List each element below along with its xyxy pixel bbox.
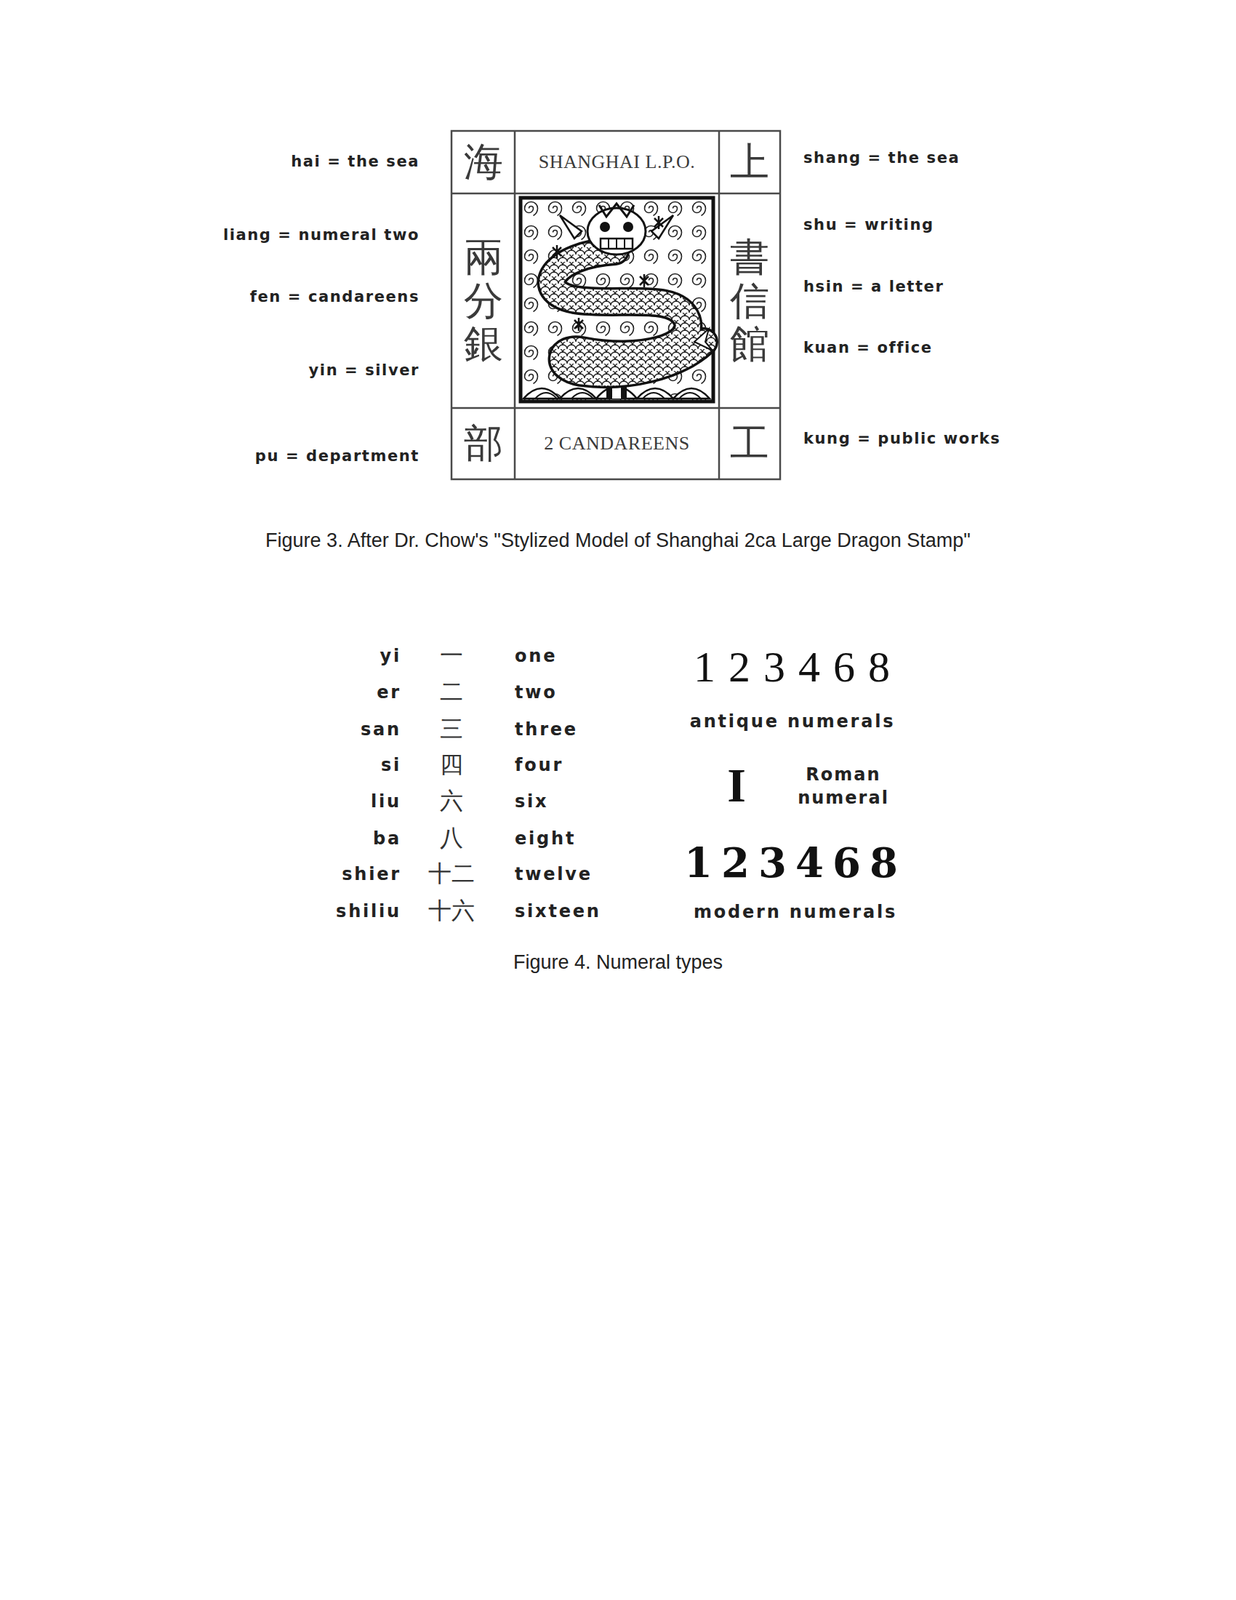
antique-numerals-sample: 123468 (693, 641, 904, 693)
gloss-label: pu = department (255, 447, 420, 465)
pinyin-label: shier (341, 863, 402, 885)
chinese-characters: 書信館 (729, 235, 770, 365)
english-numeral: twelve (514, 863, 593, 885)
chinese-numeral: 二 (439, 676, 464, 709)
chinese-characters: 部 (463, 421, 504, 465)
chinese-numeral: 十六 (428, 895, 475, 927)
chinese-characters: 海 (463, 140, 504, 184)
chinese-numeral: 四 (439, 748, 464, 781)
pinyin-label: liu (370, 791, 402, 812)
type-label: modern numerals (693, 901, 898, 922)
english-numeral: sixteen (514, 900, 602, 922)
stamp-inscription: SHANGHAI L.P.O. (538, 151, 696, 174)
gloss-label: hai = the sea (290, 152, 420, 171)
stamp-character-cell: 工 (719, 407, 781, 480)
chinese-numeral: 三 (439, 713, 464, 746)
english-numeral: six (514, 791, 549, 812)
english-numeral: three (514, 719, 579, 740)
gloss-label: liang = numeral two (223, 226, 420, 244)
modern-numerals-sample: 123468 (684, 838, 907, 887)
dragon-picture (520, 197, 714, 402)
gloss-label: shu = writing (803, 215, 935, 234)
roman-numeral-sample: I (727, 757, 746, 813)
stamp-character-cell: 兩分銀 (451, 193, 515, 408)
gloss-label: yin = silver (309, 361, 420, 379)
gloss-label: hsin = a letter (803, 277, 944, 296)
gloss-label: kuan = office (803, 338, 933, 357)
stamp-text-cell: 2 CANDAREENS (514, 407, 720, 480)
chinese-numeral: 六 (439, 785, 464, 818)
type-label: Roman numeral (788, 762, 898, 810)
chinese-characters: 兩分銀 (463, 235, 504, 365)
pinyin-label: yi (380, 645, 402, 666)
stamp-frame (451, 130, 781, 480)
pinyin-label: san (360, 719, 402, 740)
gloss-label: fen = candareens (250, 287, 420, 306)
pinyin-label: si (380, 754, 402, 776)
english-numeral: four (514, 754, 564, 776)
stamp-character-cell: 部 (451, 407, 515, 480)
chinese-numeral: 八 (439, 822, 464, 855)
stamp-character-cell: 書信館 (719, 193, 781, 408)
stamp-text-cell: SHANGHAI L.P.O. (514, 130, 720, 194)
chinese-characters: 工 (729, 421, 770, 465)
gloss-label: shang = the sea (803, 149, 960, 167)
pinyin-label: shiliu (335, 900, 402, 922)
type-label: antique numerals (689, 711, 896, 732)
stamp-character-cell: 海 (451, 130, 515, 194)
figure-caption: Figure 3. After Dr. Chow's "Stylized Mod… (265, 529, 971, 552)
figure-caption: Figure 4. Numeral types (513, 950, 723, 974)
pinyin-label: er (376, 681, 402, 703)
stamp-character-cell: 上 (719, 130, 781, 194)
english-numeral: two (514, 681, 558, 703)
gloss-label: kung = public works (803, 429, 1001, 448)
chinese-numeral: 十二 (428, 857, 475, 890)
english-numeral: eight (514, 828, 576, 849)
english-numeral: one (514, 645, 557, 666)
stamp-inscription: 2 CANDAREENS (543, 432, 690, 455)
chinese-characters: 上 (729, 140, 770, 184)
chinese-numeral: 一 (439, 639, 464, 672)
pinyin-label: ba (372, 828, 402, 849)
